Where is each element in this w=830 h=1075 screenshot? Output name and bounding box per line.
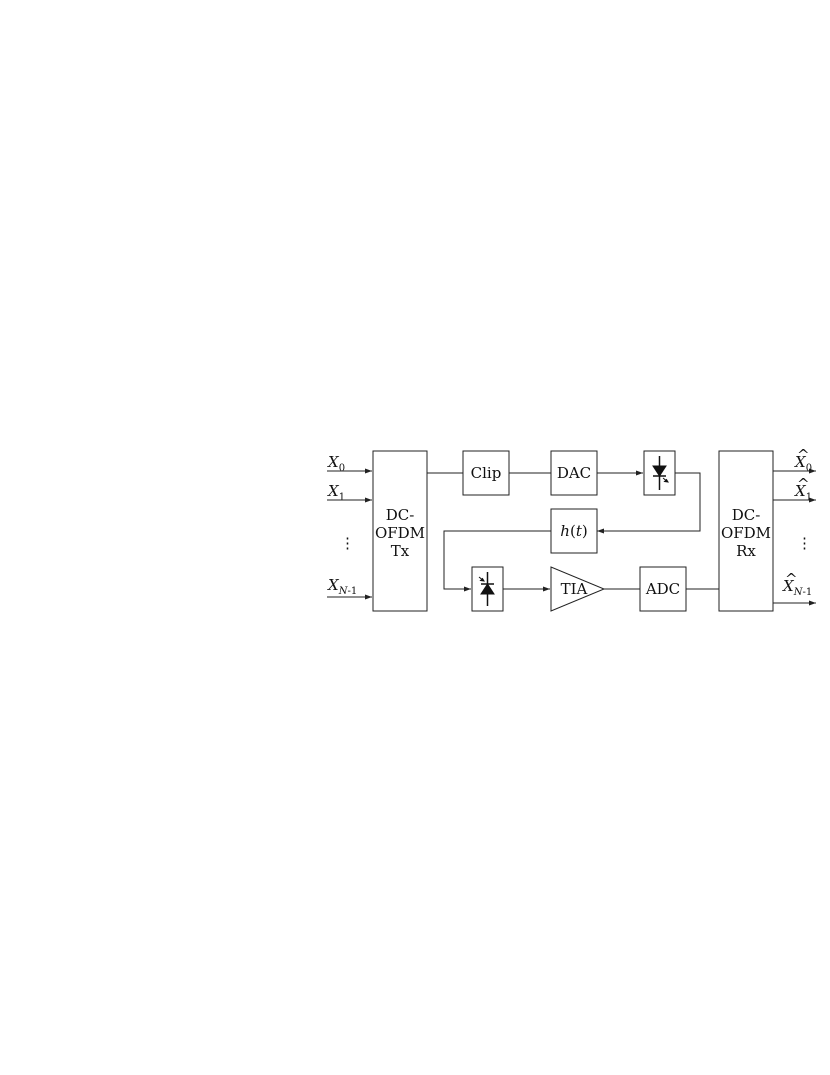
adc-block — [639, 566, 687, 612]
tx-label-line3: Tx — [391, 542, 410, 560]
svg-text:XN-1: XN-1 — [782, 577, 812, 598]
ofdm-tx-block — [372, 450, 428, 612]
svg-text:^: ^ — [797, 446, 810, 464]
wire-led-channel — [597, 472, 701, 534]
svg-text:X1: X1 — [794, 482, 812, 503]
wire-channel-photodiode — [443, 530, 551, 592]
channel-block — [550, 508, 598, 554]
led-icon — [652, 456, 669, 490]
ofdm-rx-block — [718, 450, 774, 612]
rx-label-line1: DC- — [732, 506, 761, 524]
svg-text:X0: X0 — [794, 453, 812, 474]
input-dots: ⋮ — [340, 534, 355, 552]
svg-text:^: ^ — [785, 570, 798, 588]
clip-label: Clip — [471, 464, 502, 482]
clip-block — [462, 450, 510, 496]
dac-block — [550, 450, 598, 496]
input-label-x0: X0 — [327, 453, 345, 474]
output-dots: ⋮ — [797, 534, 812, 552]
input-label-xn: XN-1 — [327, 576, 357, 597]
rx-label-line2: OFDM — [721, 524, 771, 542]
tia-label: TIA — [561, 580, 588, 598]
output-label-xn: ^ XN-1 — [782, 570, 812, 598]
adc-label: ADC — [645, 580, 680, 598]
output-label-x0: ^ X0 — [794, 446, 812, 474]
photodiode-icon — [478, 572, 495, 606]
input-label-x1: X1 — [327, 482, 345, 503]
dac-label: DAC — [557, 464, 591, 482]
channel-label: h(t) — [560, 522, 587, 540]
tx-label-line1: DC- — [386, 506, 415, 524]
svg-text:^: ^ — [797, 475, 810, 493]
tx-label-line2: OFDM — [375, 524, 425, 542]
rx-label-line3: Rx — [736, 542, 756, 560]
tia-amplifier — [550, 566, 606, 612]
output-label-x1: ^ X1 — [794, 475, 812, 503]
